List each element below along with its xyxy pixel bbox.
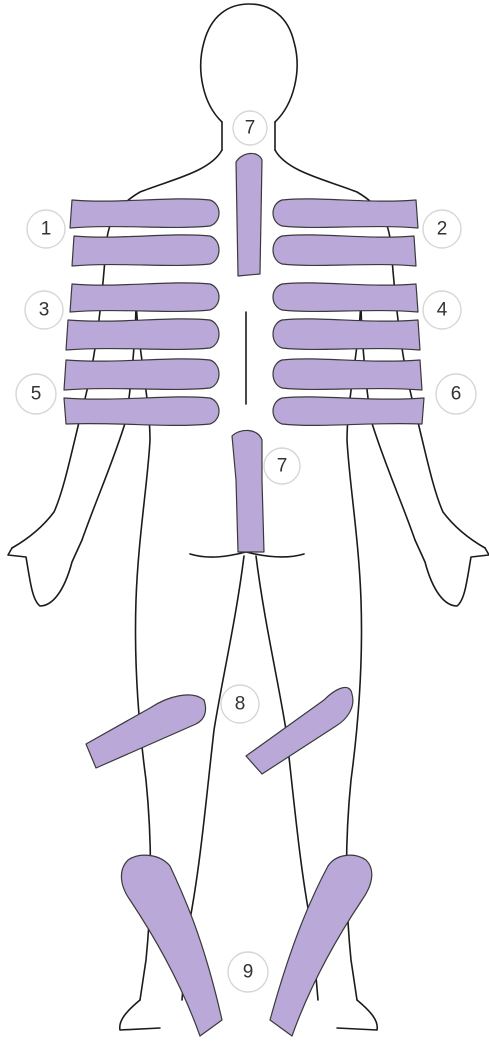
marker-8: 8 — [221, 685, 259, 723]
marker-neck-label: 7 — [245, 118, 256, 139]
patch-strip-1a — [70, 199, 219, 228]
sensor-patches — [64, 153, 424, 1036]
pelvis-outline — [190, 552, 304, 557]
patch-strip-3b — [66, 319, 219, 350]
head-outline — [201, 4, 297, 122]
marker-9: 9 — [228, 952, 268, 992]
patch-strip-6a — [273, 359, 422, 390]
marker-2-label: 2 — [437, 219, 448, 240]
patch-thigh-left — [86, 695, 206, 768]
patch-strip-2a — [273, 199, 418, 228]
patch-strip-5b — [64, 397, 219, 426]
marker-6-label: 6 — [451, 384, 462, 405]
marker-1: 1 — [27, 210, 65, 248]
marker-3-label: 3 — [39, 300, 50, 321]
patch-neck — [236, 153, 262, 276]
hand-outline — [8, 540, 82, 606]
patch-strip-4a — [273, 283, 418, 312]
marker-1-label: 1 — [41, 219, 52, 240]
patch-thigh-right — [246, 687, 353, 774]
marker-8-label: 8 — [235, 694, 246, 715]
patch-ankle-left — [121, 855, 222, 1036]
marker-5: 5 — [16, 374, 56, 414]
marker-4: 4 — [423, 291, 461, 329]
patch-strip-6b — [273, 397, 424, 426]
marker-9-label: 9 — [243, 962, 254, 983]
marker-abdomen: 7 — [264, 448, 300, 484]
patch-strip-2b — [273, 235, 416, 266]
patch-strip-1b — [72, 235, 219, 266]
marker-neck: 7 — [233, 111, 267, 145]
patch-ankle-right — [270, 855, 372, 1036]
marker-5-label: 5 — [31, 384, 42, 405]
marker-4-label: 4 — [437, 300, 448, 321]
marker-3: 3 — [25, 291, 63, 329]
marker-2: 2 — [423, 210, 461, 248]
shoulder-outline — [106, 150, 222, 246]
foot-outline — [120, 1000, 160, 1030]
patch-abdomen — [232, 430, 264, 552]
marker-6: 6 — [436, 374, 476, 414]
patch-strip-5a — [64, 359, 219, 390]
marker-abdomen-label: 7 — [277, 456, 288, 477]
patch-strip-4b — [273, 319, 420, 350]
patch-strip-3a — [70, 283, 219, 312]
